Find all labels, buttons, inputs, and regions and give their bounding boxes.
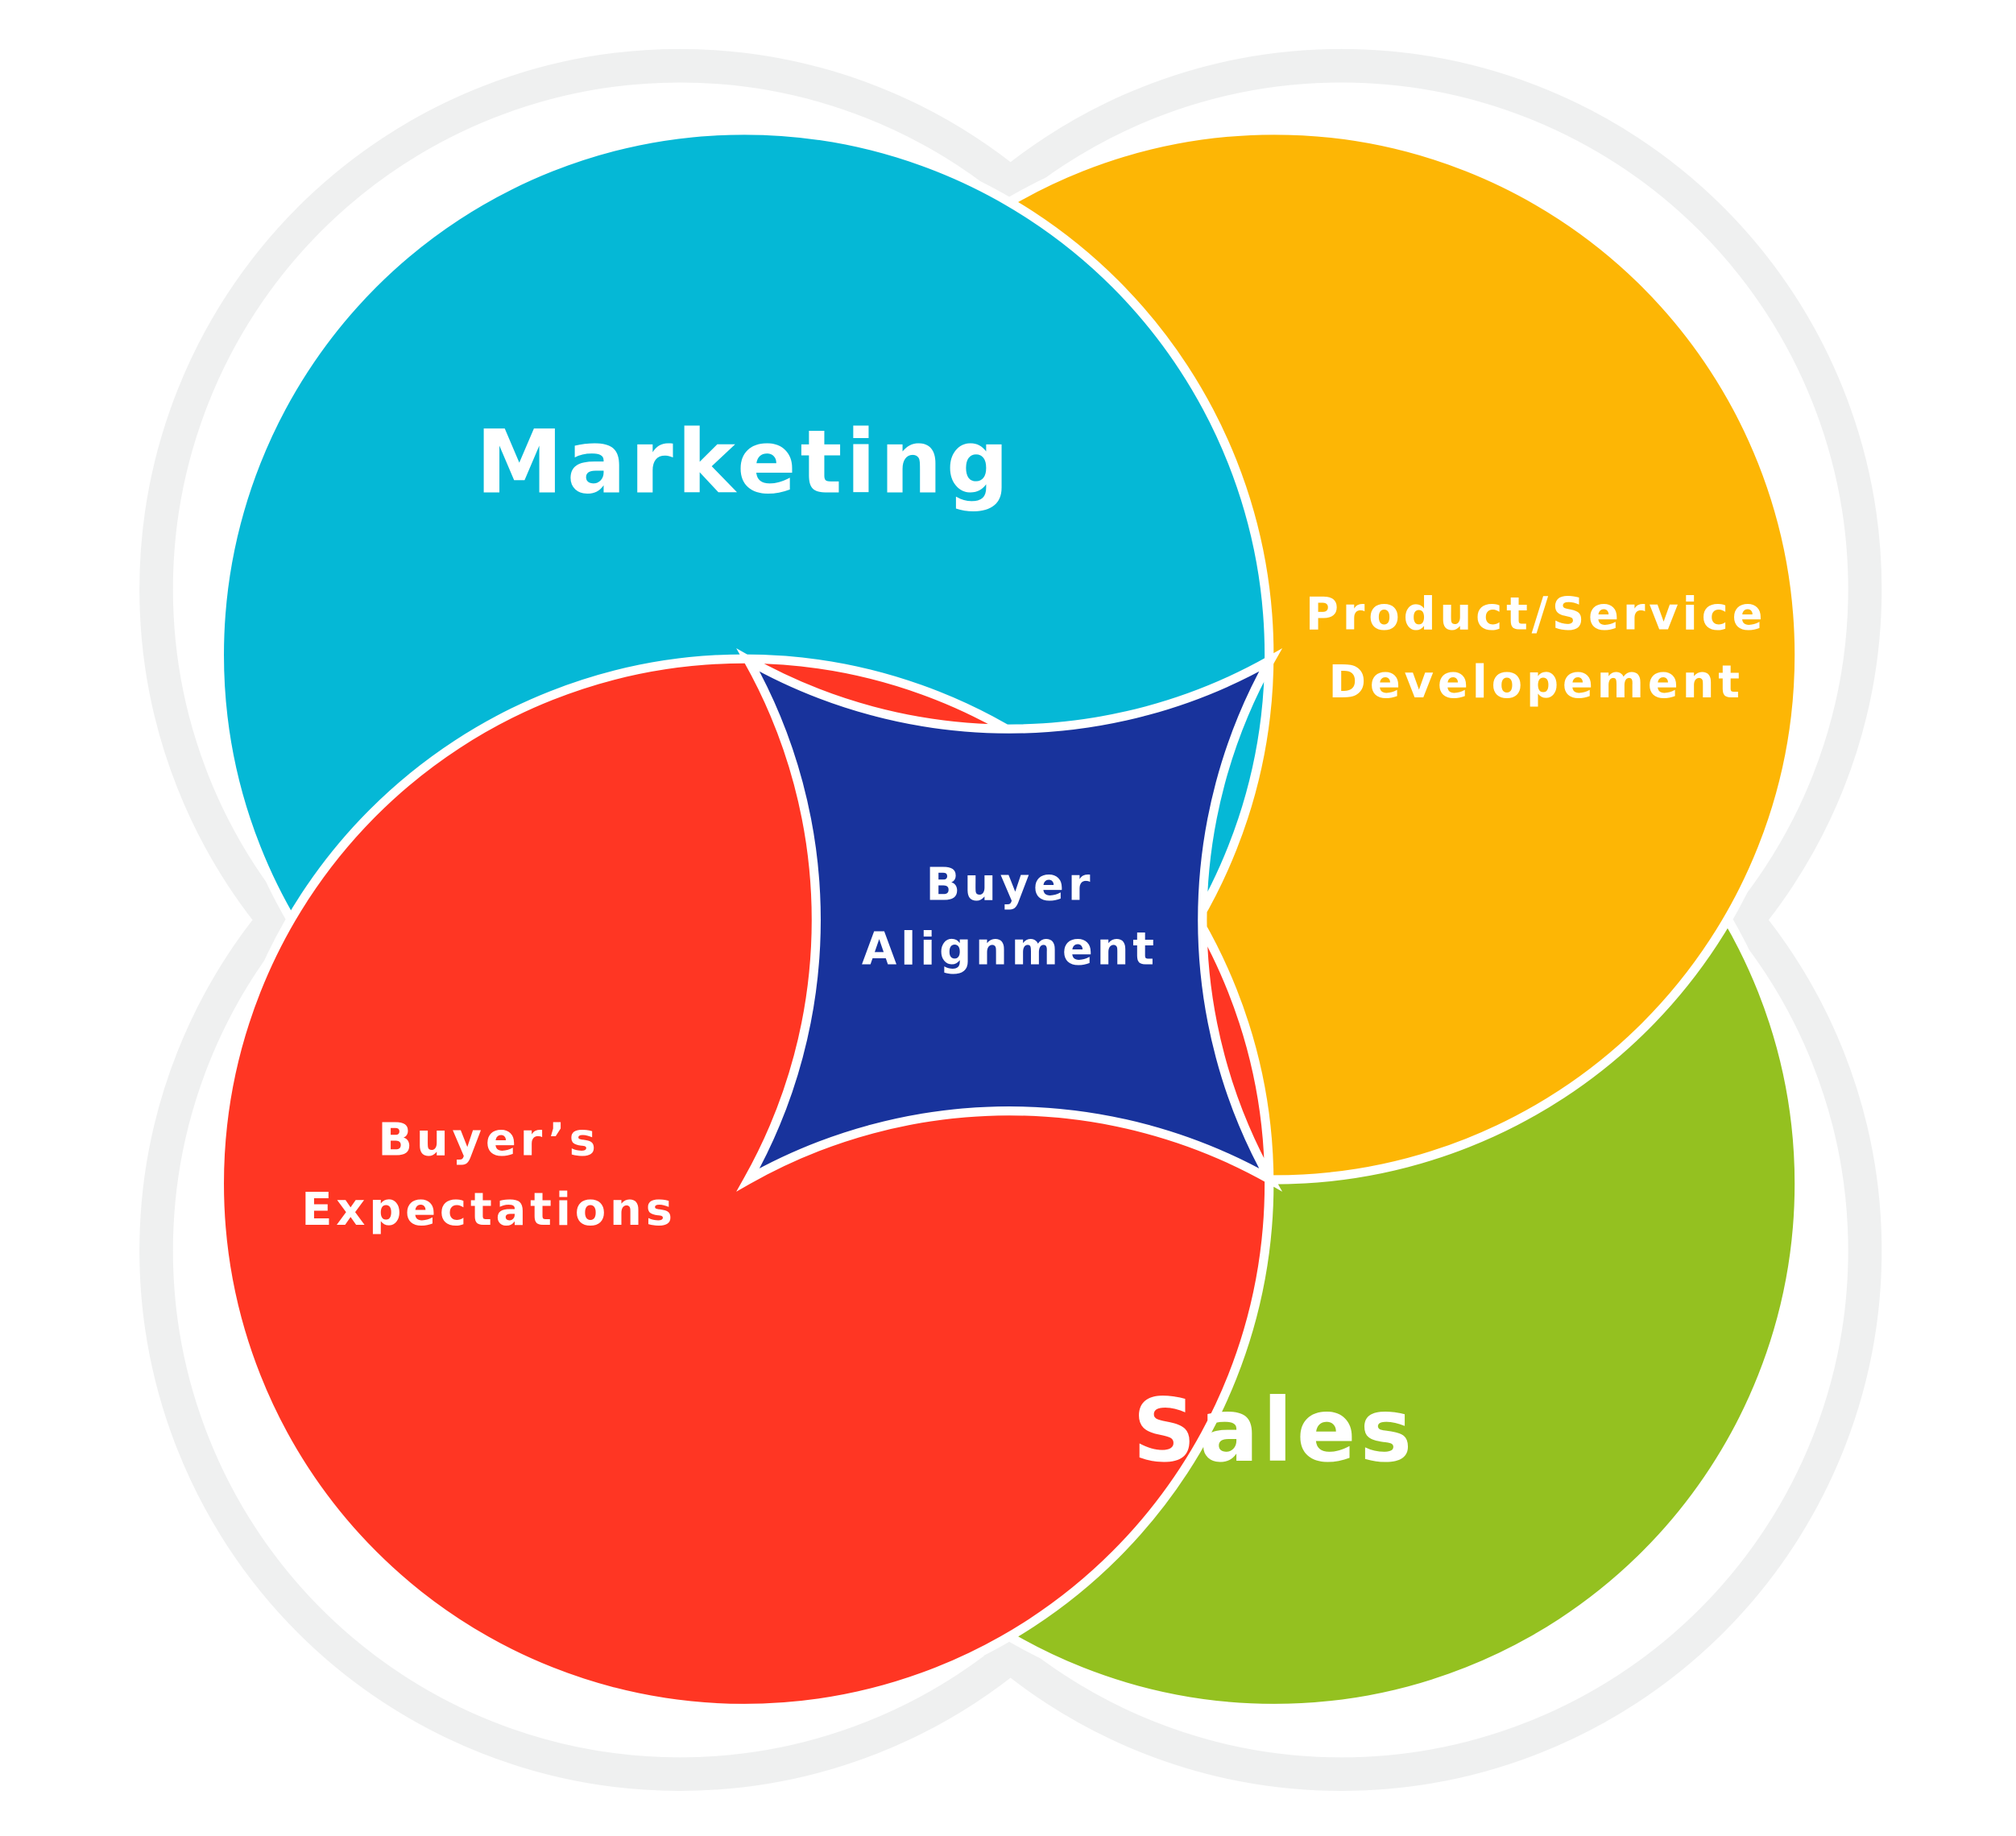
expectations-label-line2: Expectations	[301, 1184, 677, 1236]
product-label-line2: Developement	[1328, 656, 1743, 709]
marketing-label: Marketing	[476, 411, 1013, 514]
center-label-line2: Alignment	[862, 924, 1158, 976]
expectations-label-line1: Buyer’s	[378, 1114, 599, 1167]
buyer-alignment-shape	[736, 648, 1283, 1192]
product-label-line1: Product/Service	[1306, 588, 1767, 640]
center-label-line1: Buyer	[926, 859, 1095, 912]
sales-label: Sales	[1132, 1379, 1416, 1482]
